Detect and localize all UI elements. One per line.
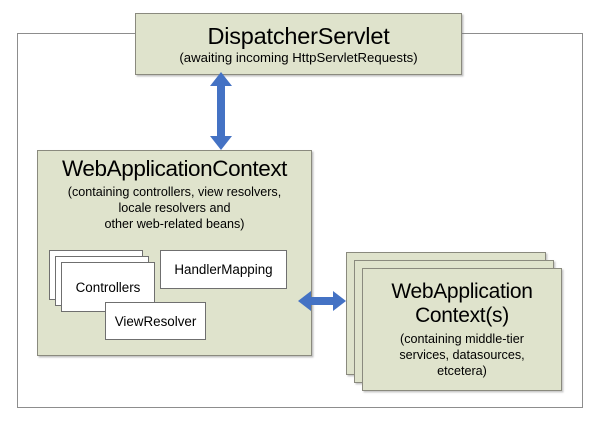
dispatcher-servlet-title: DispatcherServlet — [207, 22, 390, 49]
node-root-web-application-contexts-stack[interactable]: WebApplication Context(s) (containing mi… — [346, 252, 566, 397]
web-application-context-subtitle-line-3: other web-related beans) — [104, 216, 245, 231]
root-contexts-subtitle-line-2: services, datasources, — [399, 347, 525, 362]
root-contexts-layer-front[interactable]: WebApplication Context(s) (containing mi… — [362, 268, 562, 391]
arrow-webapplicationcontext-to-root-contexts — [298, 291, 346, 311]
dispatcher-servlet-subtitle: (awaiting incoming HttpServletRequests) — [179, 49, 418, 65]
node-view-resolver[interactable]: ViewResolver — [105, 302, 206, 340]
web-application-context-subtitle-line-2: locale resolvers and — [118, 200, 231, 215]
root-contexts-subtitle: (containing middle-tier services, dataso… — [399, 332, 524, 379]
web-application-context-subtitle-line-1: (containing controllers, view resolvers, — [67, 185, 282, 199]
controllers-label: Controllers — [75, 279, 141, 295]
web-application-context-title: WebApplicationContext — [61, 156, 288, 181]
web-application-context-subtitle: (containing controllers, view resolvers,… — [38, 185, 311, 233]
view-resolver-label: ViewResolver — [114, 313, 197, 329]
root-contexts-title: WebApplication Context(s) — [391, 279, 533, 330]
root-contexts-title-line-2: Context(s) — [415, 304, 509, 328]
node-handler-mapping[interactable]: HandlerMapping — [160, 250, 287, 289]
root-contexts-subtitle-line-3: etcetera) — [437, 363, 487, 378]
node-dispatcher-servlet[interactable]: DispatcherServlet (awaiting incoming Htt… — [135, 13, 462, 75]
root-contexts-title-line-1: WebApplication — [391, 279, 533, 303]
arrow-dispatcher-to-webapplicationcontext — [210, 72, 232, 150]
handler-mapping-label: HandlerMapping — [174, 262, 273, 277]
root-contexts-subtitle-line-1: (containing middle-tier — [400, 332, 524, 347]
